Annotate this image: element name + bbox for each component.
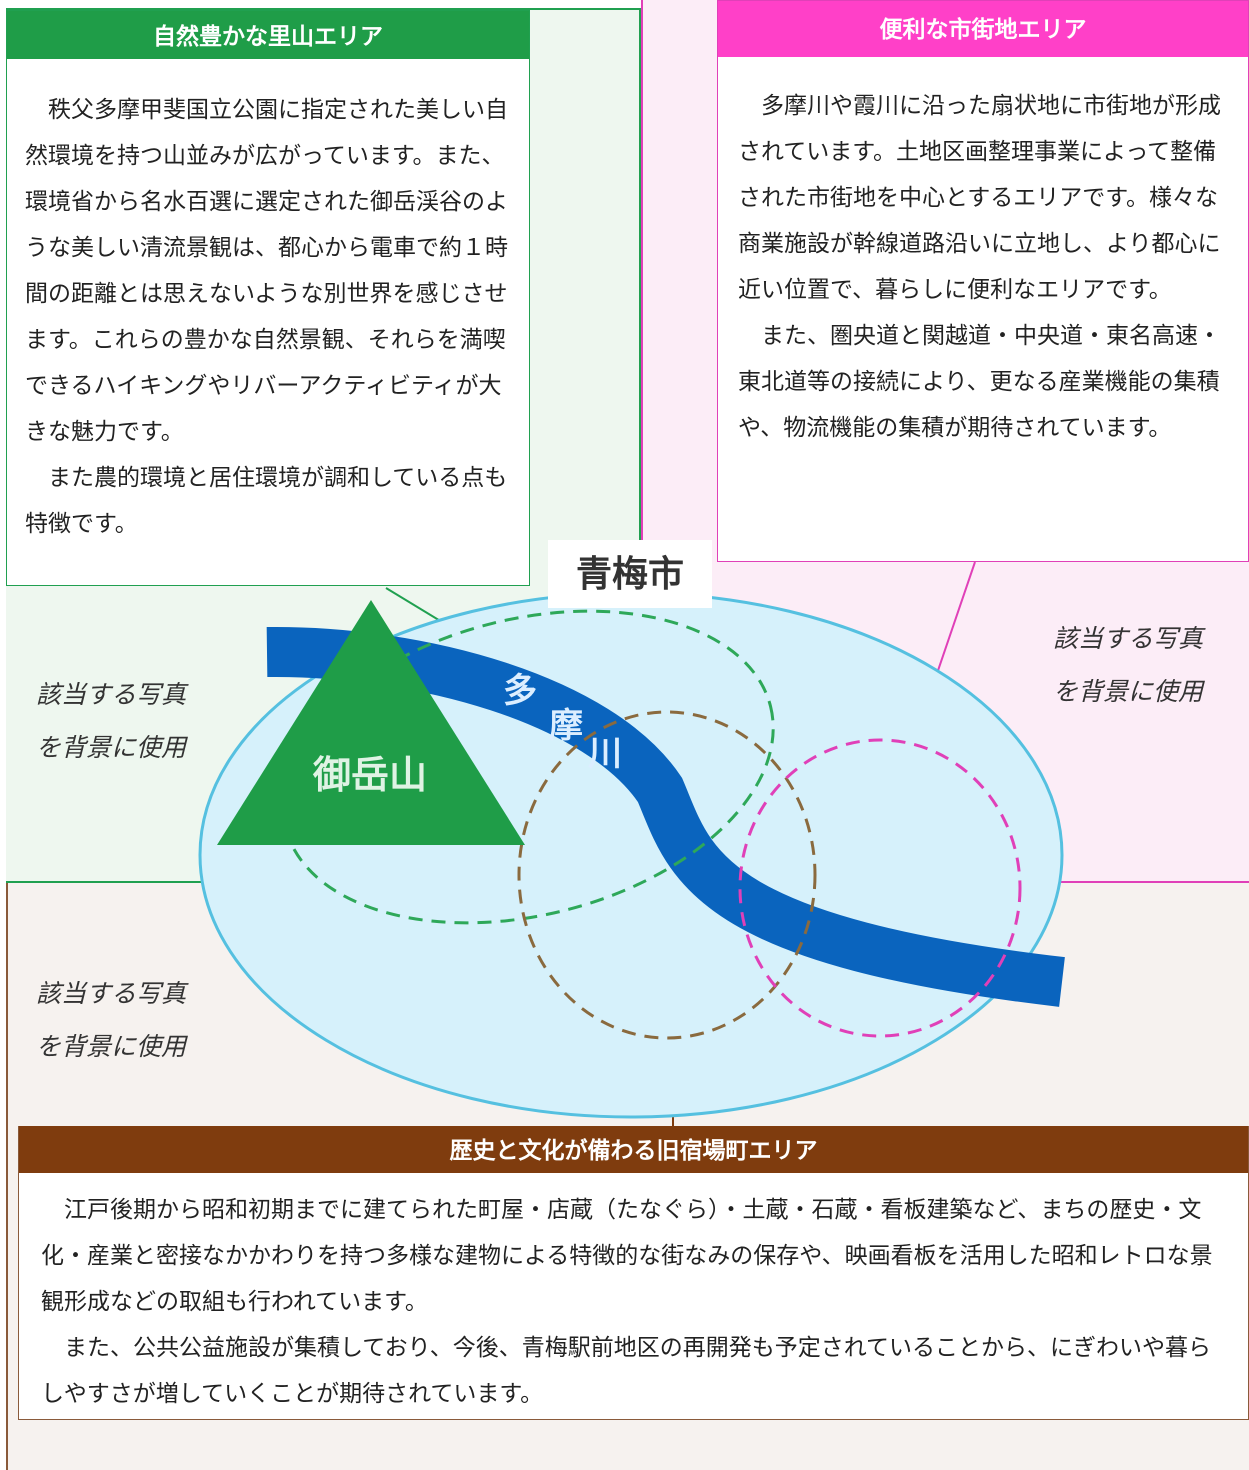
satoyama-area-description: 秩父多摩甲斐国立公園に指定された美しい自然環境を持つ山並みが広がっています。また… xyxy=(7,59,529,547)
shukuba-area-title: 歴史と文化が備わる旧宿場町エリア xyxy=(19,1126,1248,1173)
description-paragraph: また農的環境と居住環境が調和している点も特徴です。 xyxy=(25,465,508,537)
shukuba-photo-note: 該当する写真 を背景に使用 xyxy=(36,967,186,1073)
description-paragraph: 多摩川や霞川に沿った扇状地に市街地が形成されています。土地区画整理事業によって整… xyxy=(738,93,1221,303)
river-label-3: 川 xyxy=(588,734,622,774)
mountain-label: 御岳山 xyxy=(312,753,427,797)
description-paragraph: 秩父多摩甲斐国立公園に指定された美しい自然環境を持つ山並みが広がっています。また… xyxy=(25,97,508,445)
photo-note-line: を背景に使用 xyxy=(36,1032,187,1061)
description-paragraph: また、圏央道と関越道・中央道・東名高速・東北道等の接続により、更なる産業機能の集… xyxy=(738,323,1221,441)
mitake-mountain xyxy=(217,600,525,845)
shukuba-area-panel: 歴史と文化が備わる旧宿場町エリア 江戸後期から昭和初期までに建てられた町屋・店蔵… xyxy=(18,1126,1249,1420)
satoyama-area-title: 自然豊かな里山エリア xyxy=(7,11,529,59)
photo-note-line: 該当する写真 xyxy=(36,979,187,1008)
shukuba-area-circle xyxy=(517,710,817,1040)
photo-note-line: 該当する写真 xyxy=(36,680,187,709)
river-label-1: 多 xyxy=(503,671,537,711)
shigaichi-area-panel: 便利な市街地エリア 多摩川や霞川に沿った扇状地に市街地が形成されています。土地区… xyxy=(717,0,1249,562)
satoyama-photo-note: 該当する写真 を背景に使用 xyxy=(36,668,186,774)
tama-river xyxy=(266,626,1065,1007)
description-paragraph: 江戸後期から昭和初期までに建てられた町屋・店蔵（たなぐら）・土蔵・石蔵・看板建築… xyxy=(41,1197,1213,1315)
photo-note-line: を背景に使用 xyxy=(1053,677,1204,706)
shukuba-area-description: 江戸後期から昭和初期までに建てられた町屋・店蔵（たなぐら）・土蔵・石蔵・看板建築… xyxy=(19,1173,1248,1417)
photo-note-line: を背景に使用 xyxy=(36,733,187,762)
river-label-2: 摩 xyxy=(549,706,583,746)
description-paragraph: また、公共公益施設が集積しており、今後、青梅駅前地区の再開発も予定されていること… xyxy=(41,1335,1212,1407)
shigaichi-area-circle xyxy=(738,738,1022,1038)
city-name-label: 青梅市 xyxy=(548,540,712,608)
shigaichi-area-title: 便利な市街地エリア xyxy=(718,1,1248,57)
shigaichi-area-description: 多摩川や霞川に沿った扇状地に市街地が形成されています。土地区画整理事業によって整… xyxy=(718,57,1248,451)
satoyama-area-circle xyxy=(281,609,775,925)
shigaichi-photo-note: 該当する写真 を背景に使用 xyxy=(1053,612,1203,718)
satoyama-area-panel: 自然豊かな里山エリア 秩父多摩甲斐国立公園に指定された美しい自然環境を持つ山並み… xyxy=(6,10,530,586)
photo-note-line: 該当する写真 xyxy=(1053,624,1204,653)
